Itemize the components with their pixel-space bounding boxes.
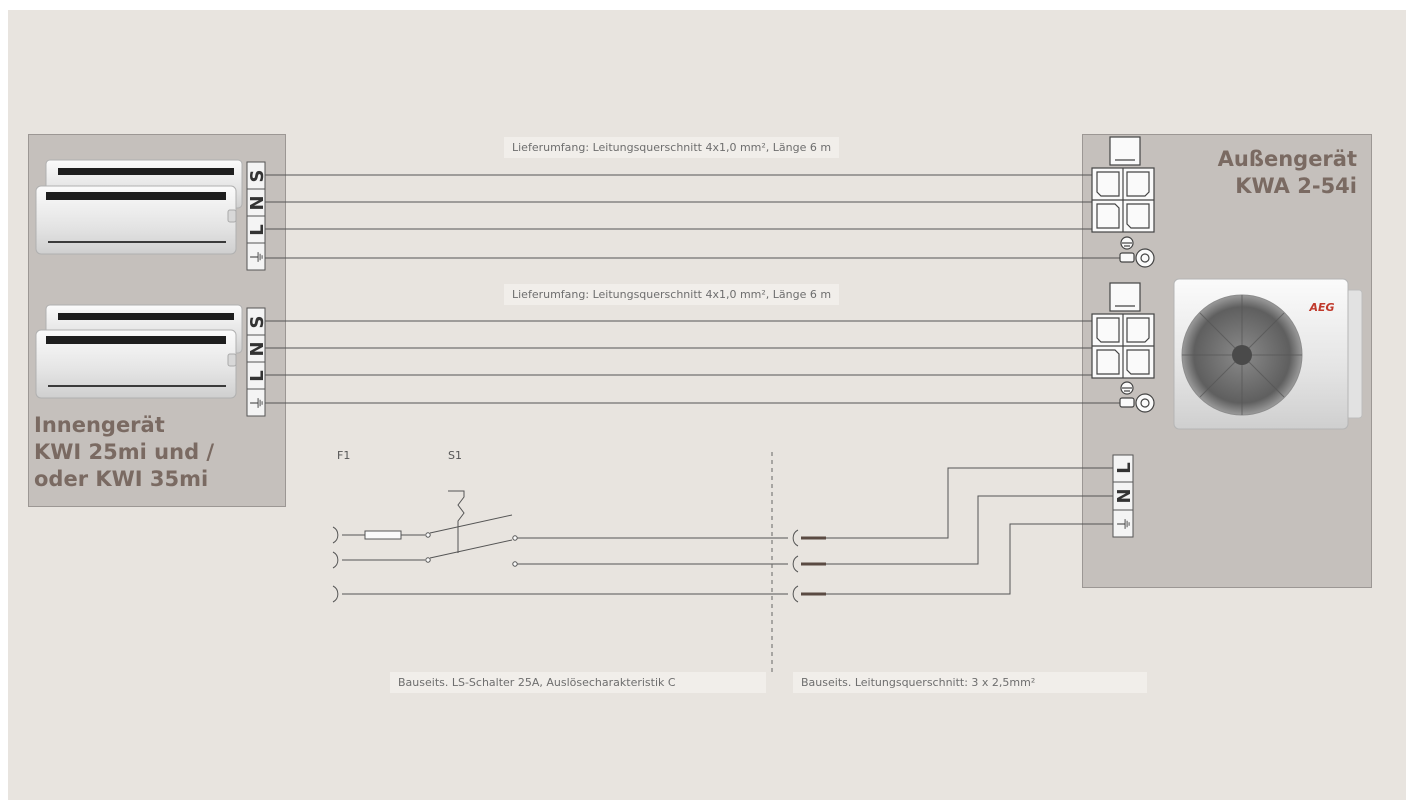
supply-note: Bauseits. Leitungsquerschnitt: 3 x 2,5mm… xyxy=(793,672,1147,693)
indoor-terminal-strip-1 xyxy=(246,161,266,271)
indoor-unit-1-icon xyxy=(35,159,243,255)
supply-cable-wires xyxy=(826,467,1113,595)
breaker-note: Bauseits. LS-Schalter 25A, Auslösecharak… xyxy=(390,672,766,693)
cable-label-upper: Lieferumfang: Leitungsquerschnitt 4x1,0 … xyxy=(504,137,840,158)
indoor-unit-2-icon xyxy=(35,304,243,399)
terminal-l-1: L xyxy=(247,224,268,235)
supply-cable-ends xyxy=(801,536,826,596)
terminal-n-2: N xyxy=(247,341,268,356)
ground-lug-2 xyxy=(1119,381,1155,413)
supply-terminal-l: L xyxy=(1114,462,1135,473)
brand-logo: AEG xyxy=(1308,301,1334,314)
outdoor-unit-title: Außengerät KWA 2-54i xyxy=(1217,147,1357,198)
outdoor-unit-icon: AEG xyxy=(1173,278,1363,430)
outdoor-connector-2 xyxy=(1091,282,1155,379)
ground-lug-1 xyxy=(1119,236,1155,268)
indoor-terminal-strip-2 xyxy=(246,307,266,417)
fuse-f1 xyxy=(364,530,402,540)
terminal-pe-1: ⏚ xyxy=(248,249,266,264)
fuse-label: F1 xyxy=(337,449,351,462)
terminal-n-1: N xyxy=(247,195,268,210)
supply-terminal-pe: ⏚ xyxy=(1115,516,1133,531)
interconnect-wires xyxy=(265,174,1120,404)
supply-terminal-n: N xyxy=(1114,488,1135,503)
supply-circuit xyxy=(332,490,799,603)
outdoor-connector-1 xyxy=(1091,136,1155,233)
switch-label: S1 xyxy=(448,449,462,462)
cable-label-lower: Lieferumfang: Leitungsquerschnitt 4x1,0 … xyxy=(504,284,840,305)
terminal-s-2: S xyxy=(247,316,268,329)
terminal-pe-2: ⏚ xyxy=(248,395,266,410)
terminal-l-2: L xyxy=(247,370,268,381)
indoor-unit-title: Innengerät KWI 25mi und / oder KWI 35mi xyxy=(34,413,215,491)
terminal-s-1: S xyxy=(247,170,268,183)
